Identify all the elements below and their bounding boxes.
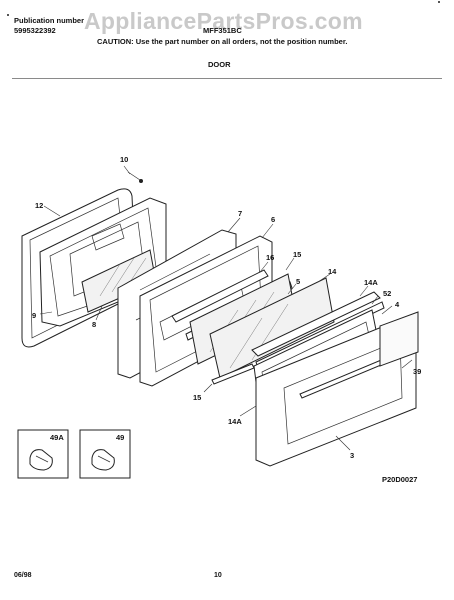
- inset-49: 49: [79, 429, 131, 479]
- bottom-bracket-part: [211, 363, 255, 385]
- knob-49a-icon: [29, 449, 53, 471]
- caution-note: CAUTION: Use the part number on all orde…: [97, 37, 348, 46]
- callout-16: 16: [266, 253, 274, 262]
- inset-49a: 49A: [17, 429, 69, 479]
- callout-14a-bottom: 14A: [228, 417, 242, 426]
- callout-39: 39: [413, 367, 421, 376]
- callout-9: 9: [32, 311, 36, 320]
- screw-part: [127, 171, 143, 183]
- footer-date: 06/98: [14, 572, 32, 579]
- callout-10: 10: [120, 155, 128, 164]
- callout-8: 8: [92, 320, 96, 329]
- publication-number: 5995322392: [14, 26, 56, 35]
- watermark: AppliancePartsPros.com: [84, 8, 363, 34]
- corner-mark: [7, 14, 9, 16]
- callout-52: 52: [383, 289, 391, 298]
- callout-4: 4: [395, 300, 400, 309]
- callout-15-bottom: 15: [193, 393, 201, 402]
- footer-page-number: 10: [214, 572, 222, 579]
- leader-lines: [39, 165, 413, 451]
- callout-5: 5: [296, 277, 300, 286]
- callout-6: 6: [271, 215, 275, 224]
- callout-12: 12: [35, 201, 43, 210]
- outer-glass-part: [209, 277, 335, 379]
- publication-label: Publication number: [14, 16, 85, 25]
- callout-14a-top: 14A: [364, 278, 378, 287]
- corner-mark: [438, 1, 440, 3]
- callout-labels: 10 12 7 6 16 15 14 14A 52 5 4 9 8 39 15 …: [32, 155, 421, 460]
- diagram-code: P20D0027: [382, 475, 417, 484]
- callout-7: 7: [238, 209, 242, 218]
- knob-49-icon: [91, 449, 115, 471]
- inset-49a-label: 49A: [50, 433, 64, 442]
- model-number: MFF351BC: [203, 26, 242, 35]
- section-title: DOOR: [208, 60, 231, 69]
- header-divider: [12, 78, 442, 79]
- inset-49-label: 49: [116, 433, 124, 442]
- callout-14: 14: [328, 267, 337, 276]
- callout-3: 3: [350, 451, 354, 460]
- outer-door-part: [255, 311, 419, 467]
- callout-15: 15: [293, 250, 301, 259]
